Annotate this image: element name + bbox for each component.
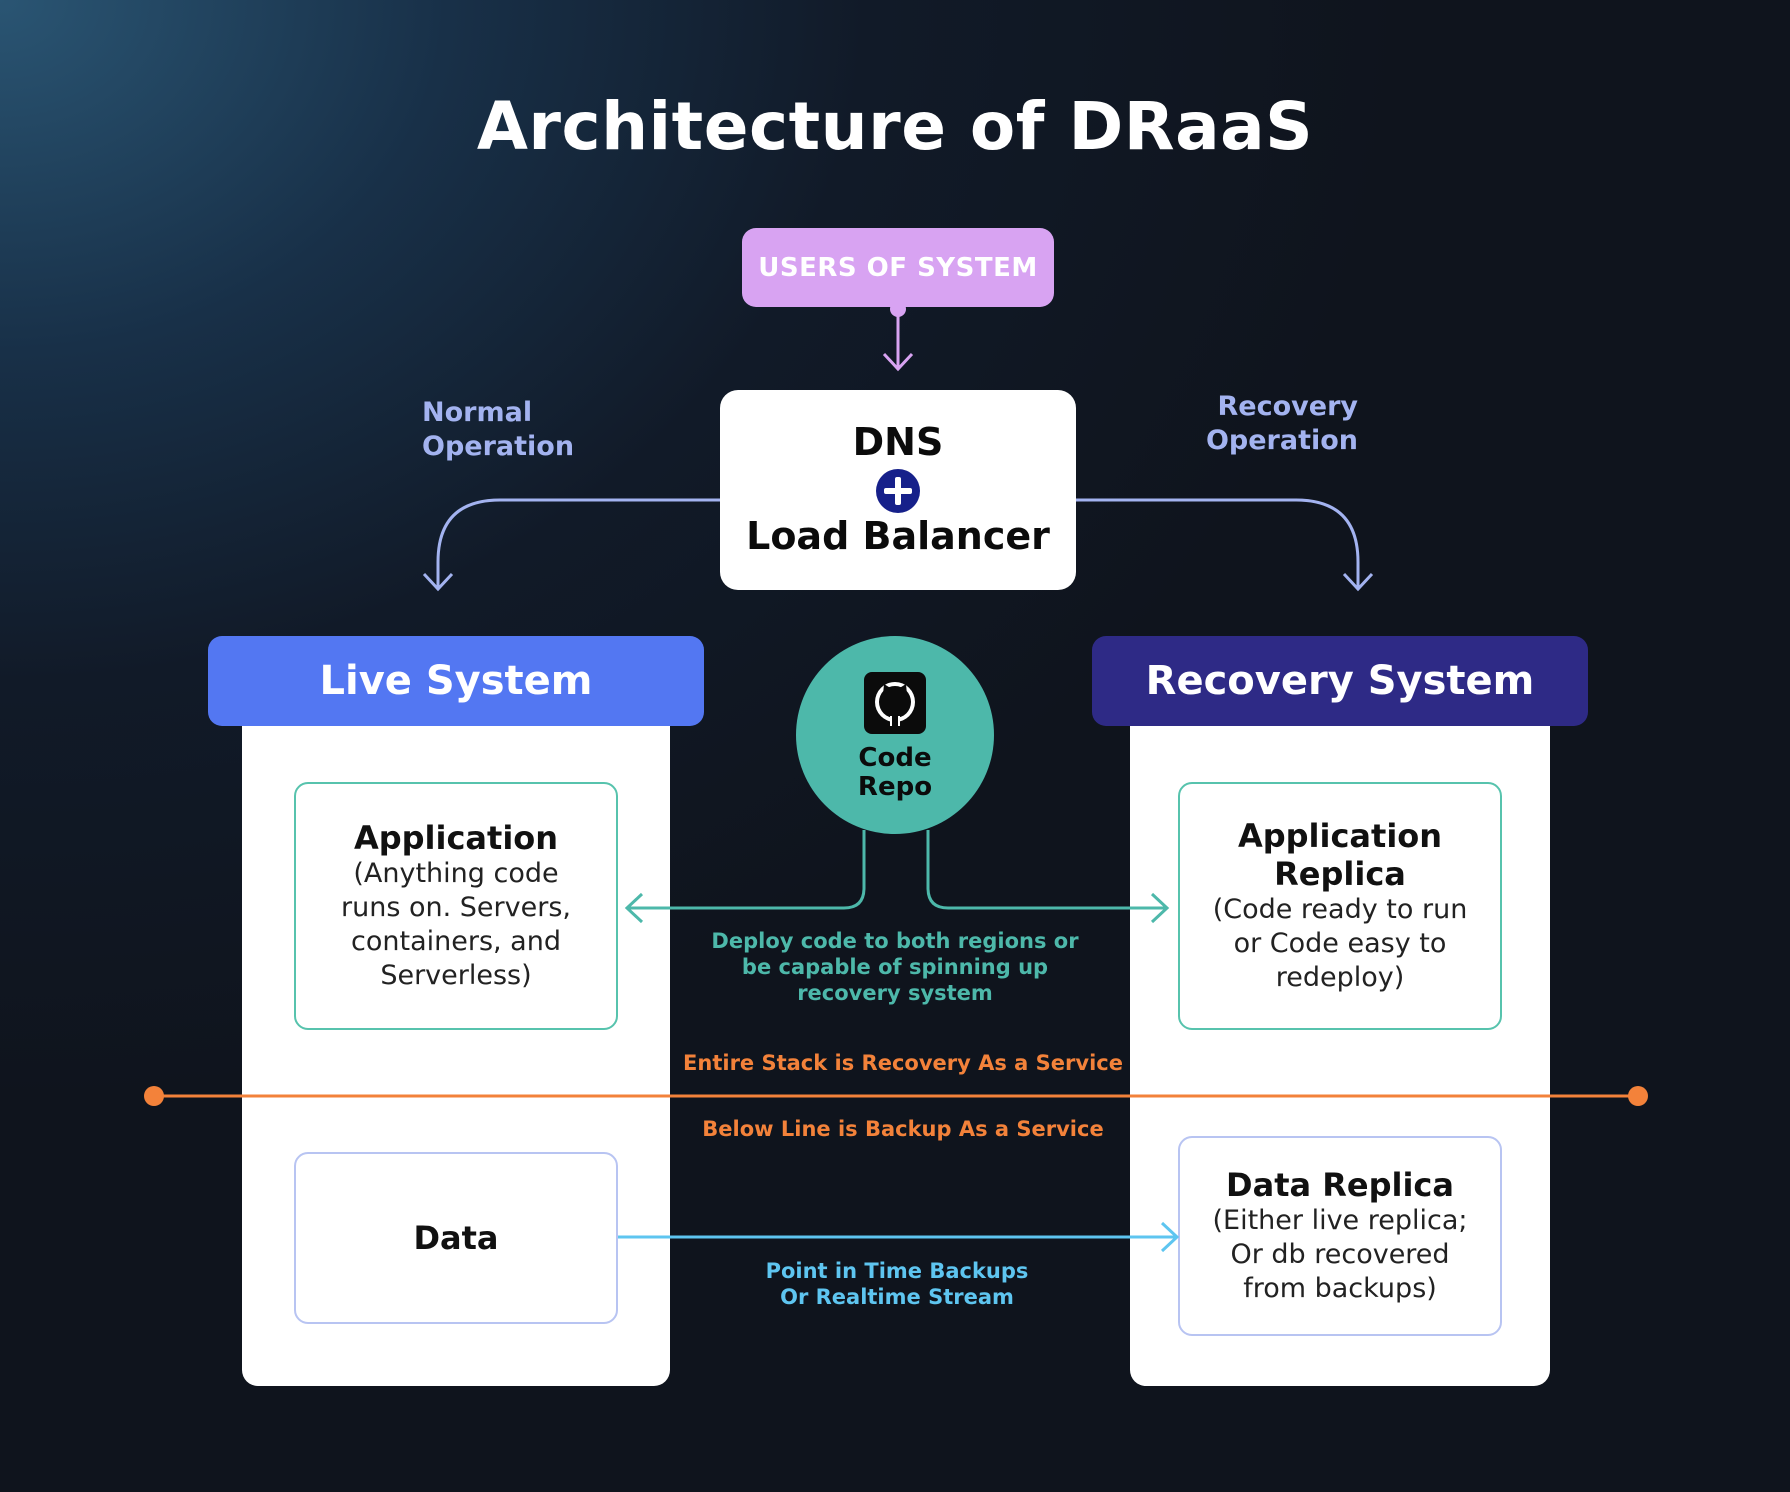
application-desc-line: Serverless)	[380, 960, 532, 991]
application-replica-title: Replica	[1274, 855, 1406, 893]
application-replica-desc-line: (Code ready to run	[1212, 894, 1468, 925]
live-system-header: Live System	[208, 636, 704, 726]
github-icon	[864, 672, 926, 734]
deploy-note: Deploy code to both regions or be capabl…	[711, 929, 1079, 1005]
application-replica-title: Application	[1237, 817, 1443, 855]
application-box: Application (Anything code runs on. Serv…	[294, 782, 618, 1030]
data-replica-box: Data Replica (Either live replica; Or db…	[1178, 1136, 1502, 1336]
load-balancer-label: Load Balancer	[746, 514, 1050, 558]
recovery-operation-arrow	[1076, 498, 1374, 592]
application-desc-line: (Anything code	[353, 858, 559, 889]
data-replica-desc-line: (Either live replica;	[1212, 1205, 1468, 1236]
application-replica-desc-line: redeploy)	[1275, 962, 1405, 993]
code-repo-label: Code Repo	[857, 743, 933, 802]
data-replica-desc-line: from backups)	[1243, 1273, 1437, 1304]
backup-as-a-service-label: Below Line is Backup As a Service	[702, 1117, 1104, 1141]
users-of-system-box: USERS OF SYSTEM	[742, 228, 1054, 307]
recovery-system-header: Recovery System	[1092, 636, 1588, 726]
normal-operation-arrow	[422, 498, 720, 592]
backup-note: Point in Time Backups Or Realtime Stream	[765, 1259, 1029, 1309]
dns-label: DNS	[852, 420, 944, 464]
users-to-dns-arrow	[882, 301, 914, 372]
application-desc-line: containers, and	[351, 926, 561, 957]
application-title: Application	[353, 819, 559, 857]
application-replica-box: Application Replica (Code ready to run o…	[1178, 782, 1502, 1030]
data-replica-desc-line: Or db recovered	[1230, 1239, 1450, 1270]
recovery-as-a-service-label: Entire Stack is Recovery As a Service	[683, 1051, 1123, 1075]
dns-load-balancer-box: DNS Load Balancer	[720, 390, 1076, 590]
diagram-title: Architecture of DRaaS	[476, 88, 1314, 165]
plus-icon	[876, 469, 920, 513]
application-desc-line: runs on. Servers,	[341, 892, 571, 923]
application-replica-desc-line: or Code easy to	[1233, 928, 1447, 959]
code-repo-node: Code Repo	[796, 636, 994, 834]
data-box: Data	[294, 1152, 618, 1324]
data-title: Data	[413, 1219, 499, 1257]
data-replica-title: Data Replica	[1226, 1166, 1454, 1204]
